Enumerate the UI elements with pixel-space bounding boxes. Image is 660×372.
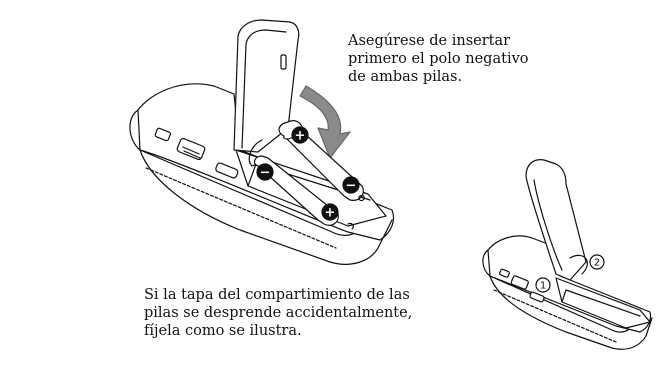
- svg-text:+: +: [325, 206, 336, 221]
- svg-text:1: 1: [540, 281, 546, 292]
- note-negative-pole-first: Asegúrese de insertar primero el polo ne…: [348, 33, 529, 85]
- slide-switch: [215, 162, 239, 179]
- recorder-body-bottom: [139, 149, 393, 265]
- polarity-plus-lower: +: [321, 203, 339, 221]
- callout-2: 2: [589, 254, 605, 270]
- battery-lid: [233, 19, 300, 153]
- jog-control: [176, 137, 206, 161]
- small-battery-lid: [525, 159, 587, 281]
- svg-text:+: +: [295, 129, 306, 144]
- note-cover-detached: Si la tapa del compartimiento de las pil…: [144, 287, 413, 339]
- svg-text:−: −: [260, 166, 271, 181]
- recorder-small: 1 2: [482, 159, 653, 350]
- hold-switch: [154, 127, 171, 142]
- svg-text:2: 2: [594, 258, 600, 269]
- polarity-minus-right: −: [342, 176, 360, 194]
- polarity-minus-left: −: [256, 163, 274, 181]
- polarity-plus-upper: +: [291, 126, 309, 144]
- callout-1: 1: [535, 277, 551, 293]
- recorder-large: + − − +: [129, 19, 395, 265]
- svg-text:−: −: [346, 179, 357, 194]
